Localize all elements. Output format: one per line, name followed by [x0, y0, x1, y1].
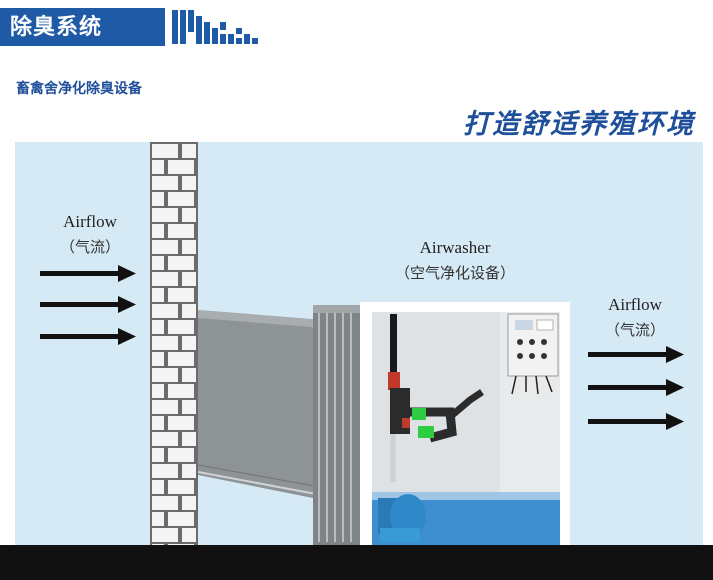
section-title: 除臭系统: [0, 8, 165, 46]
airwasher-sublabel: （空气净化设备）: [394, 266, 515, 282]
duct-housing: [198, 305, 361, 545]
subtitle: 畜禽舍净化除臭设备: [16, 80, 142, 96]
decorative-pixel-pattern: [172, 10, 258, 44]
right-airflow-label: Airflow: [608, 295, 662, 314]
right-airflow-sublabel: （气流）: [604, 323, 665, 339]
right-airflow-arrows: [588, 346, 684, 430]
ground-strip: [0, 545, 713, 580]
airwasher-device: [360, 302, 570, 545]
slogan: 打造舒适养殖环境: [463, 109, 695, 139]
brick-wall: [150, 142, 198, 545]
left-airflow-arrows: [40, 265, 136, 345]
left-airflow-label: Airflow: [63, 212, 117, 231]
airwasher-label: Airwasher: [419, 238, 491, 257]
left-airflow-sublabel: （气流）: [59, 240, 120, 256]
